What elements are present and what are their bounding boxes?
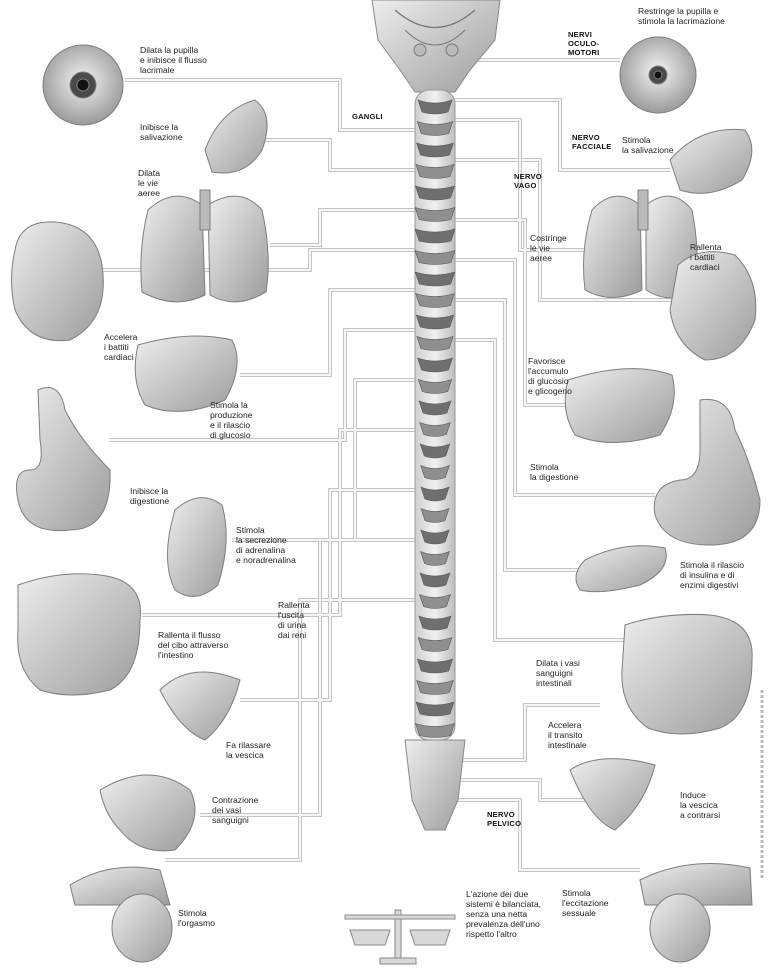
- label-nervo-vago: NERVO VAGO: [514, 172, 542, 190]
- right-bladder-label: Induce la vescica a contrarsi: [680, 790, 720, 820]
- left-salivary-gland: [205, 100, 267, 173]
- left-eye-label: Dilata la pupilla e inibisce il flusso l…: [140, 45, 207, 75]
- left-heart-label: Accelera i battiti cardiaci: [104, 332, 137, 362]
- nerve-fiber: [240, 290, 415, 375]
- left-lungs: [141, 190, 268, 302]
- left-genitals: [70, 867, 172, 962]
- left-liver-label: Stimola la produzione e il rilascio di g…: [210, 400, 253, 440]
- right-salivary-gland: [670, 129, 752, 193]
- sacrum: [405, 740, 465, 830]
- nerve-fibers-core: [100, 60, 690, 870]
- right-pancreas-label: Stimola il rilascio di insulina e di enz…: [680, 560, 744, 590]
- nerve-fiber: [455, 780, 585, 800]
- label-nervo-facciale: NERVO FACCIALE: [572, 133, 612, 151]
- left-orgasm-label: Stimola l'orgasmo: [178, 908, 215, 928]
- left-saliva-label: Inibisce la salivazione: [140, 122, 183, 142]
- left-intestine-label: Rallenta il flusso del cibo attraverso l…: [158, 630, 228, 660]
- nerve-fiber: [240, 290, 415, 375]
- label-nervi-oculomotori: NERVI OCULO- MOTORI: [568, 30, 599, 57]
- right-genitals: [640, 864, 752, 962]
- right-excite-label: Stimola l'eccitazione sessuale: [562, 888, 609, 918]
- label-gangli: GANGLI: [352, 112, 383, 121]
- balance-scale-icon: [345, 910, 455, 964]
- right-heart-label: Rallenta i battiti cardiaci: [690, 242, 722, 272]
- left-eye: [43, 45, 123, 125]
- right-pancreas: [576, 546, 666, 592]
- left-bladder-label: Fa rilassare la vescica: [226, 740, 271, 760]
- right-airways-label: Costringe le vie aeree: [530, 233, 567, 263]
- left-penis: [100, 775, 195, 851]
- vertical-credit-strip: [757, 690, 767, 880]
- skull-base: [372, 0, 500, 92]
- left-adrenal-label: Stimola la secrezione di adrenalina e no…: [236, 525, 296, 565]
- right-intestine: [622, 614, 752, 734]
- left-stomach: [17, 388, 111, 531]
- label-nervo-pelvico: NERVO PELVICO: [487, 810, 521, 828]
- right-vessels-label: Dilata i vasi sanguigni intestinali: [536, 658, 580, 688]
- right-organs: [565, 37, 760, 962]
- left-bladder: [160, 672, 240, 740]
- left-vessels-label: Contrazione dei vasi sanguigni: [212, 795, 258, 825]
- right-eye: [620, 37, 696, 113]
- left-adrenal-kidney: [168, 498, 227, 597]
- left-stomach-label: Inibisce la digestione: [130, 486, 169, 506]
- right-bladder: [570, 759, 655, 830]
- nerve-fiber: [270, 210, 415, 245]
- nerve-fiber: [265, 140, 415, 170]
- nerve-fiber: [240, 490, 415, 700]
- right-stomach: [654, 399, 760, 545]
- nerve-fiber: [232, 380, 415, 540]
- right-eye-label: Restringe la pupilla e stimola la lacrim…: [638, 6, 725, 26]
- nerve-fiber: [240, 490, 415, 700]
- balance-caption: L'azione dei due sistemi è bilanciata, s…: [466, 889, 541, 939]
- nerve-fiber: [270, 210, 415, 245]
- right-stomach-label: Stimola la digestione: [530, 462, 578, 482]
- right-transit-label: Accelera il transito intestinale: [548, 720, 587, 750]
- left-kidney-label: Rallenta l'uscita di urina dai reni: [278, 600, 310, 640]
- right-liver-label: Favorisce l'accumulo di glucosio e glico…: [528, 356, 572, 396]
- right-liver: [565, 369, 674, 443]
- nerve-fibers: [100, 60, 690, 870]
- spinal-column: [405, 90, 465, 830]
- left-heart: [12, 222, 104, 341]
- right-saliva-label: Stimola la salivazione: [622, 135, 674, 155]
- nerve-fiber: [455, 780, 585, 800]
- left-airways-label: Dilata le vie aeree: [138, 168, 160, 198]
- left-intestine: [18, 574, 141, 695]
- nerve-fiber: [265, 140, 415, 170]
- nerve-fiber: [232, 380, 415, 540]
